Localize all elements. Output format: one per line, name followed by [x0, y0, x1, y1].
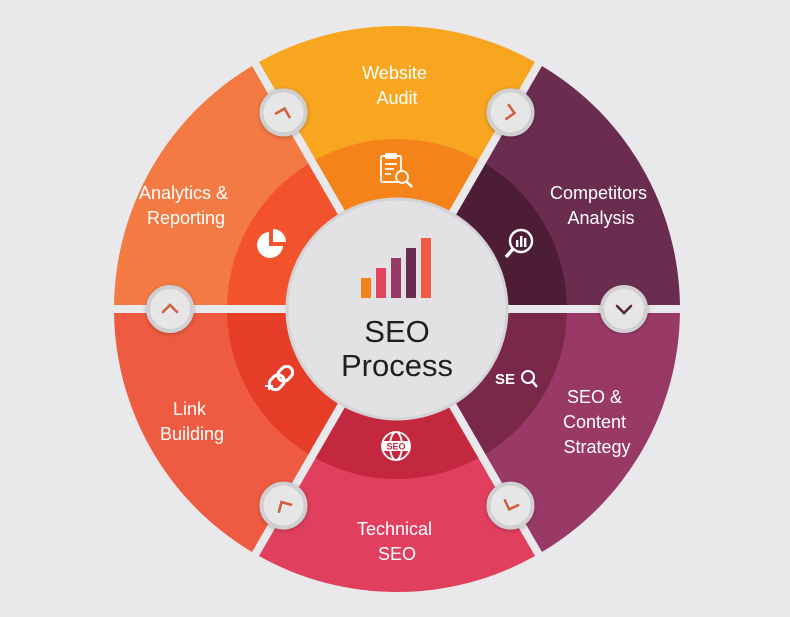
segment-label-seo-content-strategy: SEO & Content Strategy: [563, 387, 631, 457]
segment-outer-seo-content-strategy: [484, 312, 680, 553]
segment-label-link-building: Link Building: [160, 399, 224, 444]
chevron-icon: [277, 500, 293, 513]
segment-outer-competitors-analysis: [484, 65, 680, 306]
segment-label-competitors-analysis: Competitors Analysis: [550, 183, 652, 228]
bar-icon-5: [421, 238, 431, 298]
audit-report-icon: [380, 153, 413, 188]
bar-icon-1: [361, 278, 371, 298]
segment-outer-website-audit: [258, 26, 536, 162]
seo-search-icon: SE: [495, 370, 538, 388]
chevron-icon: [161, 303, 179, 314]
connector-4: [486, 481, 535, 530]
connector-1: [259, 88, 308, 137]
plus-icon: [265, 382, 273, 390]
chevron-icon: [274, 106, 291, 119]
chevron-icon: [615, 304, 633, 315]
segment-label-technical-seo: Technical SEO: [357, 519, 437, 564]
labels-layer: Website Audit Competitors Analysis SEO &…: [139, 63, 652, 564]
center-title-line1: SEO: [364, 314, 429, 349]
pie-chart-icon: [257, 229, 286, 258]
segment-inner-competitors-analysis: [454, 163, 567, 306]
segment-label-analytics-reporting: Analytics & Reporting: [139, 183, 233, 228]
chain-link-icon: [267, 364, 295, 392]
segment-label-website-audit: Website Audit: [362, 63, 432, 108]
segment-inner-seo-content-strategy: [454, 312, 567, 455]
connector-2: [486, 88, 535, 137]
segment-outer-link-building: [114, 312, 310, 553]
bar-icon-4: [406, 248, 416, 298]
bar-chart-icon: [361, 238, 431, 298]
chevron-icon: [505, 103, 517, 121]
bar-icon-3: [391, 258, 401, 298]
connector-3: [600, 285, 648, 333]
bar-icon-2: [376, 268, 386, 298]
icons-layer: SE SEO: [257, 153, 538, 461]
globe-seo-icon: SEO: [381, 431, 411, 461]
chevron-icon: [503, 499, 520, 512]
center-hub: SEO Process: [285, 197, 509, 421]
connector-5: [259, 481, 308, 530]
segment-outer-analytics-reporting: [114, 65, 310, 306]
center-title-line2: Process: [341, 348, 453, 383]
connector-6: [146, 285, 194, 333]
connectors-layer: [146, 88, 648, 530]
svg-text:SE: SE: [495, 371, 515, 388]
center-circle: [285, 197, 509, 421]
segment-outer-technical-seo: [258, 456, 536, 593]
svg-text:SEO: SEO: [386, 442, 405, 452]
magnifier-chart-icon: [504, 228, 534, 259]
